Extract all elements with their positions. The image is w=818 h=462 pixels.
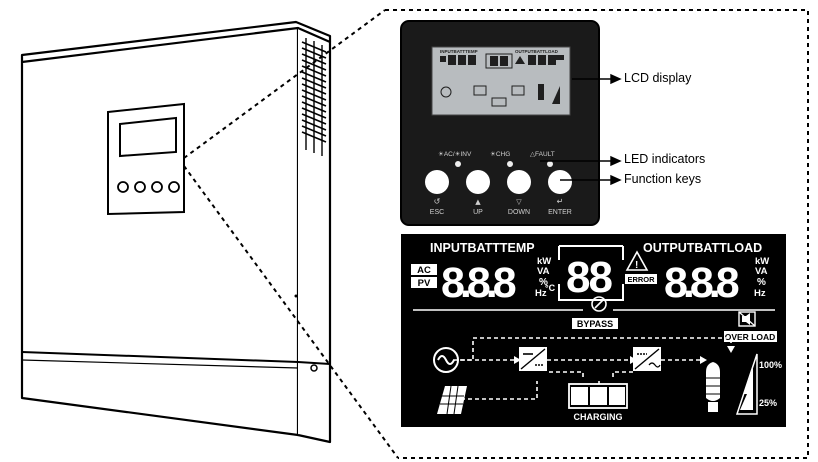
lcd-load-bulb-icon xyxy=(706,362,720,412)
lcd-output-header: OUTPUTBATTLOAD xyxy=(643,241,762,255)
lcd-unit-right-hz: Hz xyxy=(754,288,766,299)
lcd-pct-25: 25% xyxy=(759,398,777,408)
up-key-label: UP xyxy=(473,209,483,216)
lcd-display-callout: LCD display xyxy=(624,71,692,85)
down-key-icon: ▽ xyxy=(516,198,522,206)
down-key xyxy=(507,170,531,194)
lcd-unit-left-kw: kW xyxy=(537,256,551,267)
led-indicators-callout: LED indicators xyxy=(624,152,706,166)
led-label-ac-inv: ☀AC/☀INV xyxy=(438,150,472,158)
lcd-detail: INPUTBATTTEMP OUTPUTBATTLOAD AC PV 8.8.8… xyxy=(401,234,786,427)
lcd-unit-right-pct: % xyxy=(757,277,766,288)
lcd-pct-100: 100% xyxy=(759,360,782,370)
control-panel: INPUTBATTTEMP OUTPUTBATTLOAD ☀AC/☀INV ☀C… xyxy=(400,20,600,226)
up-key xyxy=(466,170,490,194)
lcd-unit-left-pct: % xyxy=(539,277,548,288)
lcd-solar-panel-icon xyxy=(437,385,467,415)
lcd-charging-label: CHARGING xyxy=(574,412,623,422)
led-chg xyxy=(507,161,513,167)
lcd-input-digits: 8.8.8 xyxy=(441,259,516,307)
led-label-fault: △FAULT xyxy=(530,151,555,158)
lcd-bypass-label: BYPASS xyxy=(577,319,613,329)
led-ac-inv xyxy=(455,161,461,167)
mini-lcd-content xyxy=(440,53,564,107)
lcd-unit-right-va: VA xyxy=(755,266,768,277)
lcd-wrench-icon xyxy=(591,296,607,312)
mini-lcd-input-header: INPUTBATTTEMP xyxy=(440,49,478,54)
led-fault xyxy=(547,161,553,167)
lcd-unit-left-c: °C xyxy=(545,283,556,293)
lcd-pv-label: PV xyxy=(418,278,431,289)
led-label-chg: ☀CHG xyxy=(490,150,510,158)
lcd-ac-label: AC xyxy=(417,265,431,276)
lcd-output-digits: 8.8.8 xyxy=(664,259,739,307)
lcd-overload-label: OVER LOAD xyxy=(725,332,776,342)
lcd-ac-source-icon xyxy=(433,347,459,373)
esc-key xyxy=(425,170,449,194)
lcd-unit-right-kw: kW xyxy=(755,256,769,267)
enter-key-label: ENTER xyxy=(548,209,572,216)
lcd-center-digits: 88 xyxy=(566,253,612,302)
lcd-mute-icon xyxy=(738,311,756,327)
svg-text:!: ! xyxy=(635,260,638,271)
function-keys-callout: Function keys xyxy=(624,172,702,186)
enter-key-icon: ↵ xyxy=(557,197,564,206)
lcd-battery-icon xyxy=(568,383,628,409)
mini-lcd-output-header: OUTPUTBATTLOAD xyxy=(515,49,559,54)
lcd-unit-left-va: VA xyxy=(537,266,550,277)
up-key-icon: ▲ xyxy=(475,198,481,206)
lcd-input-header: INPUTBATTTEMP xyxy=(430,241,535,255)
lcd-error-label: ERROR xyxy=(627,275,655,284)
enter-key xyxy=(548,170,572,194)
lcd-charger-icon xyxy=(519,347,547,371)
lcd-load-level-icon xyxy=(735,353,758,415)
lcd-unit-left-hz: Hz xyxy=(535,288,547,299)
callout-arrows xyxy=(540,73,622,186)
down-key-label: DOWN xyxy=(508,209,530,216)
lcd-inverter-icon xyxy=(633,347,661,371)
esc-key-label: ESC xyxy=(430,209,444,216)
esc-key-icon: ↺ xyxy=(434,197,441,206)
